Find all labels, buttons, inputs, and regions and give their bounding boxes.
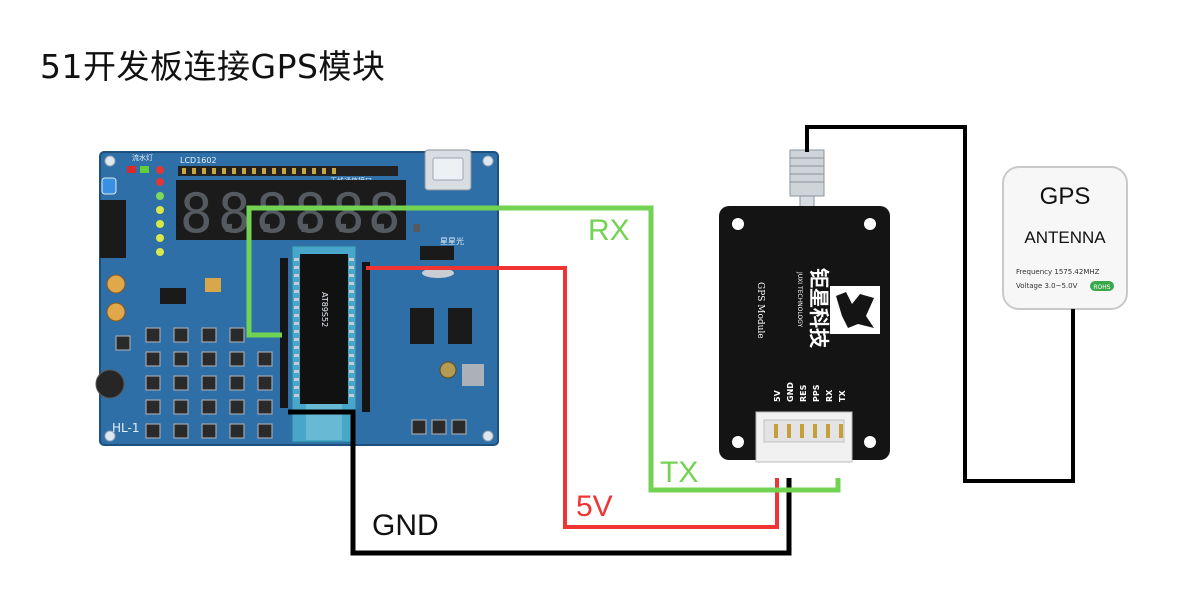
wire-rx-tx bbox=[246, 205, 841, 493]
pin-label-gnd: GND bbox=[786, 382, 795, 402]
power-jack bbox=[101, 177, 117, 195]
ic bbox=[448, 308, 472, 344]
pin-label-pps: PPS bbox=[812, 384, 821, 402]
sma-connector bbox=[789, 149, 825, 197]
module-name: GPS Module bbox=[755, 282, 765, 339]
dev-board: LCD1602 流水灯 无线通信接口 8.8. 8.8. 8.8. bbox=[95, 149, 499, 446]
svg-text:8.: 8. bbox=[368, 182, 433, 245]
pin-label-5v: 5V bbox=[773, 389, 782, 402]
logic-label: 星星光 bbox=[440, 236, 464, 246]
antenna-title: GPS bbox=[1040, 183, 1091, 210]
svg-text:8.: 8. bbox=[256, 182, 321, 245]
wire-gnd bbox=[288, 409, 792, 556]
gps-board bbox=[719, 206, 890, 460]
label-rx: RX bbox=[588, 214, 630, 247]
capacitor bbox=[439, 361, 457, 379]
svg-text:8.: 8. bbox=[332, 182, 397, 245]
page-title: 51开发板连接GPS模块 bbox=[40, 47, 386, 86]
idc-header bbox=[100, 200, 126, 258]
lcd-label: LCD1602 bbox=[180, 156, 217, 165]
reset-button bbox=[462, 364, 484, 386]
pin-label-res: RES bbox=[799, 384, 808, 402]
crystal bbox=[422, 268, 454, 278]
antenna-voltage: Voltage 3.0~5.0V bbox=[1016, 282, 1078, 290]
svg-text:8.: 8. bbox=[180, 182, 245, 245]
label-5v: 5V bbox=[576, 490, 613, 523]
brand-name-en: JUXI TECHNOLOGY bbox=[796, 271, 803, 328]
pin-label-rx: RX bbox=[825, 389, 834, 402]
buzzer bbox=[95, 369, 125, 399]
gps-module: 钜星科技 JUXI TECHNOLOGY GPS Module 5V GND R… bbox=[719, 149, 890, 463]
label-tx: TX bbox=[660, 456, 698, 489]
ic bbox=[205, 278, 221, 292]
potentiometer bbox=[106, 274, 126, 294]
antenna-frequency: Frequency 1575.42MHZ bbox=[1016, 268, 1100, 276]
ic bbox=[420, 246, 454, 260]
label-gnd: GND bbox=[372, 509, 439, 542]
pin-label-tx: TX bbox=[838, 390, 847, 402]
rohs-badge: ROHS bbox=[1093, 284, 1110, 291]
mcu-label: AT89S52 bbox=[320, 292, 329, 327]
antenna-cable bbox=[805, 125, 1075, 483]
key-matrix bbox=[115, 327, 467, 439]
brand-name: 钜星科技 bbox=[807, 268, 831, 349]
pin-header-p1 bbox=[280, 258, 288, 408]
antenna-subtitle: ANTENNA bbox=[1024, 228, 1106, 247]
run-label: 流水灯 bbox=[132, 153, 153, 162]
gps-antenna: GPS ANTENNA Frequency 1575.42MHZ Voltage… bbox=[1002, 166, 1128, 310]
ic bbox=[160, 288, 186, 304]
seven-segment-display: 8.8. 8.8. 8.8. bbox=[176, 180, 433, 245]
board-label: HL-1 bbox=[112, 421, 139, 435]
wire-5v bbox=[366, 266, 779, 529]
mcu-socket: AT89S52 bbox=[291, 245, 357, 443]
svg-text:8.: 8. bbox=[294, 182, 359, 245]
ic bbox=[410, 308, 434, 344]
led-column bbox=[127, 166, 164, 256]
potentiometer bbox=[106, 302, 126, 322]
pin-header-p0 bbox=[362, 262, 370, 412]
usb-port bbox=[424, 149, 472, 191]
